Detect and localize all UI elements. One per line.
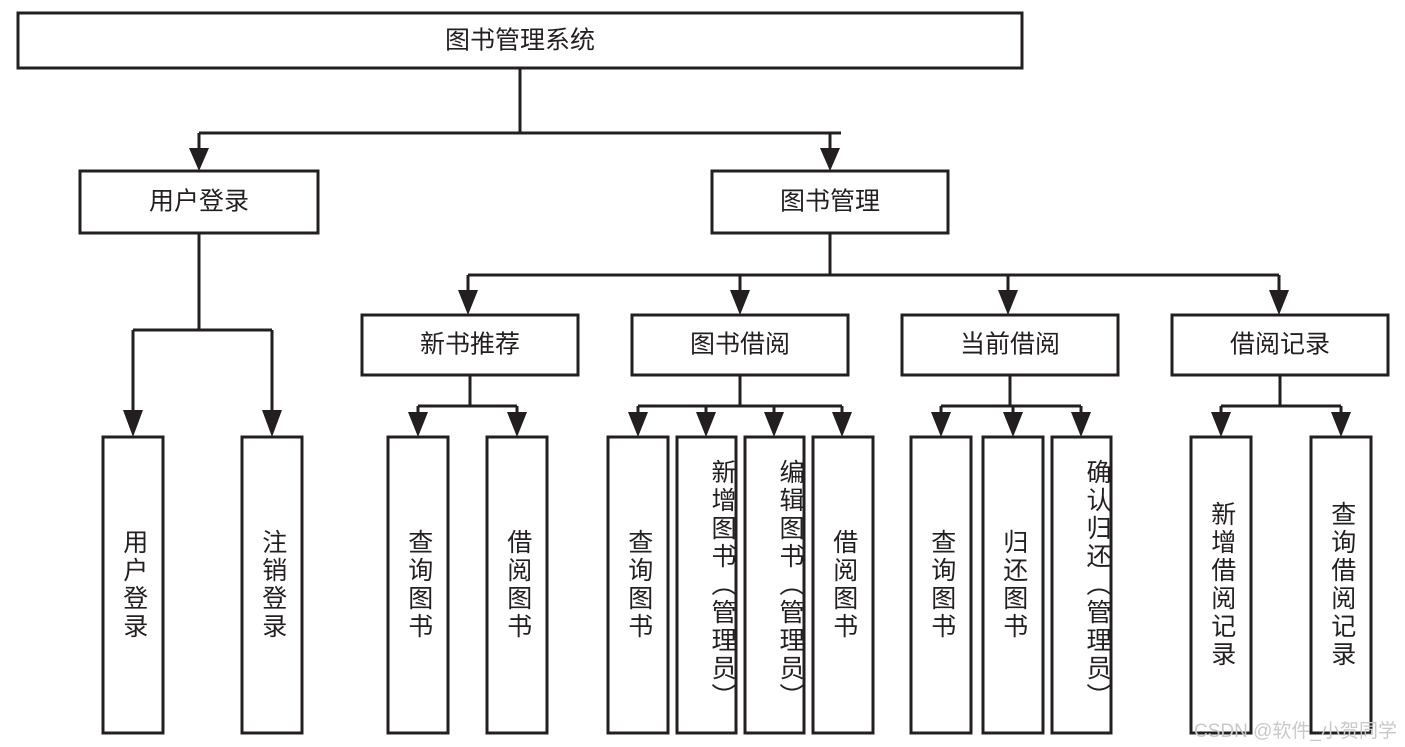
node-leaf-add-record-box[interactable] (1189, 435, 1253, 735)
arrowhead-leaf-confirm-return (1071, 412, 1091, 437)
arrowhead-borrow-record (1269, 290, 1289, 315)
node-leaf-query-record-box[interactable] (1309, 435, 1373, 735)
node-book-manage[interactable]: 图书管理 (710, 169, 950, 235)
node-leaf-user-logout-box[interactable] (240, 435, 304, 735)
connector-group (123, 68, 1351, 437)
node-leaf-query-book-cb-box[interactable] (909, 435, 973, 735)
arrowhead-current-borrow (998, 290, 1018, 315)
node-new-book-rec-label: 新书推荐 (420, 331, 520, 359)
node-new-book-rec-box[interactable] (360, 313, 580, 377)
arrowhead-user-login (189, 148, 209, 171)
node-leaf-borrow-book-bb-box[interactable] (811, 435, 875, 735)
arrowhead-leaf-query-book-cb (931, 412, 951, 437)
arrowhead-leaf-user-login (123, 410, 143, 437)
node-root-label: 图书管理系统 (445, 27, 595, 55)
node-leaf-return-book-box[interactable] (981, 435, 1045, 735)
leaf-box-group (101, 435, 1373, 735)
node-borrow-record-box[interactable] (1170, 313, 1390, 377)
node-book-borrow-box[interactable] (630, 313, 850, 377)
arrowhead-leaf-add-book (696, 412, 716, 437)
node-user-login-box[interactable] (78, 169, 320, 235)
node-leaf-query-book-rec-box[interactable] (386, 435, 450, 735)
arrowhead-leaf-borrow-book-bb (832, 412, 852, 437)
node-book-borrow-label: 图书借阅 (690, 331, 790, 359)
node-current-borrow-label: 当前借阅 (960, 331, 1060, 359)
arrowhead-leaf-query-book-rec (408, 412, 428, 437)
node-user-login-label: 用户登录 (149, 188, 249, 216)
arrowhead-leaf-borrow-book-rec (507, 412, 527, 437)
node-root-box[interactable] (16, 11, 1024, 70)
node-current-borrow-box[interactable] (900, 313, 1120, 377)
node-leaf-borrow-book-rec-box[interactable] (485, 435, 549, 735)
node-user-login[interactable]: 用户登录 (78, 169, 320, 235)
node-borrow-record-label: 借阅记录 (1230, 331, 1330, 359)
node-root[interactable]: 图书管理系统 (16, 11, 1024, 70)
node-leaf-add-book-box[interactable] (675, 435, 738, 735)
arrowhead-leaf-return-book (1003, 412, 1023, 437)
arrowhead-leaf-edit-book (764, 412, 784, 437)
arrowhead-new-book-rec (458, 290, 478, 315)
node-leaf-confirm-return-box[interactable] (1050, 435, 1113, 735)
node-leaf-user-login-box[interactable] (101, 435, 165, 735)
node-current-borrow[interactable]: 当前借阅 (900, 313, 1120, 377)
node-leaf-query-book-bb-box[interactable] (606, 435, 670, 735)
arrowhead-leaf-user-logout (262, 410, 282, 437)
node-leaf-edit-book-box[interactable] (743, 435, 806, 735)
arrowhead-leaf-add-record (1211, 412, 1231, 437)
node-new-book-rec[interactable]: 新书推荐 (360, 313, 580, 377)
arrowhead-book-borrow (730, 290, 750, 315)
node-book-manage-box[interactable] (710, 169, 950, 235)
node-book-manage-label: 图书管理 (780, 188, 880, 216)
arrowhead-leaf-query-record (1331, 412, 1351, 437)
arrowhead-book-manage (820, 148, 840, 171)
node-book-borrow[interactable]: 图书借阅 (630, 313, 850, 377)
arrowhead-leaf-query-book-bb (628, 412, 648, 437)
node-borrow-record[interactable]: 借阅记录 (1170, 313, 1390, 377)
